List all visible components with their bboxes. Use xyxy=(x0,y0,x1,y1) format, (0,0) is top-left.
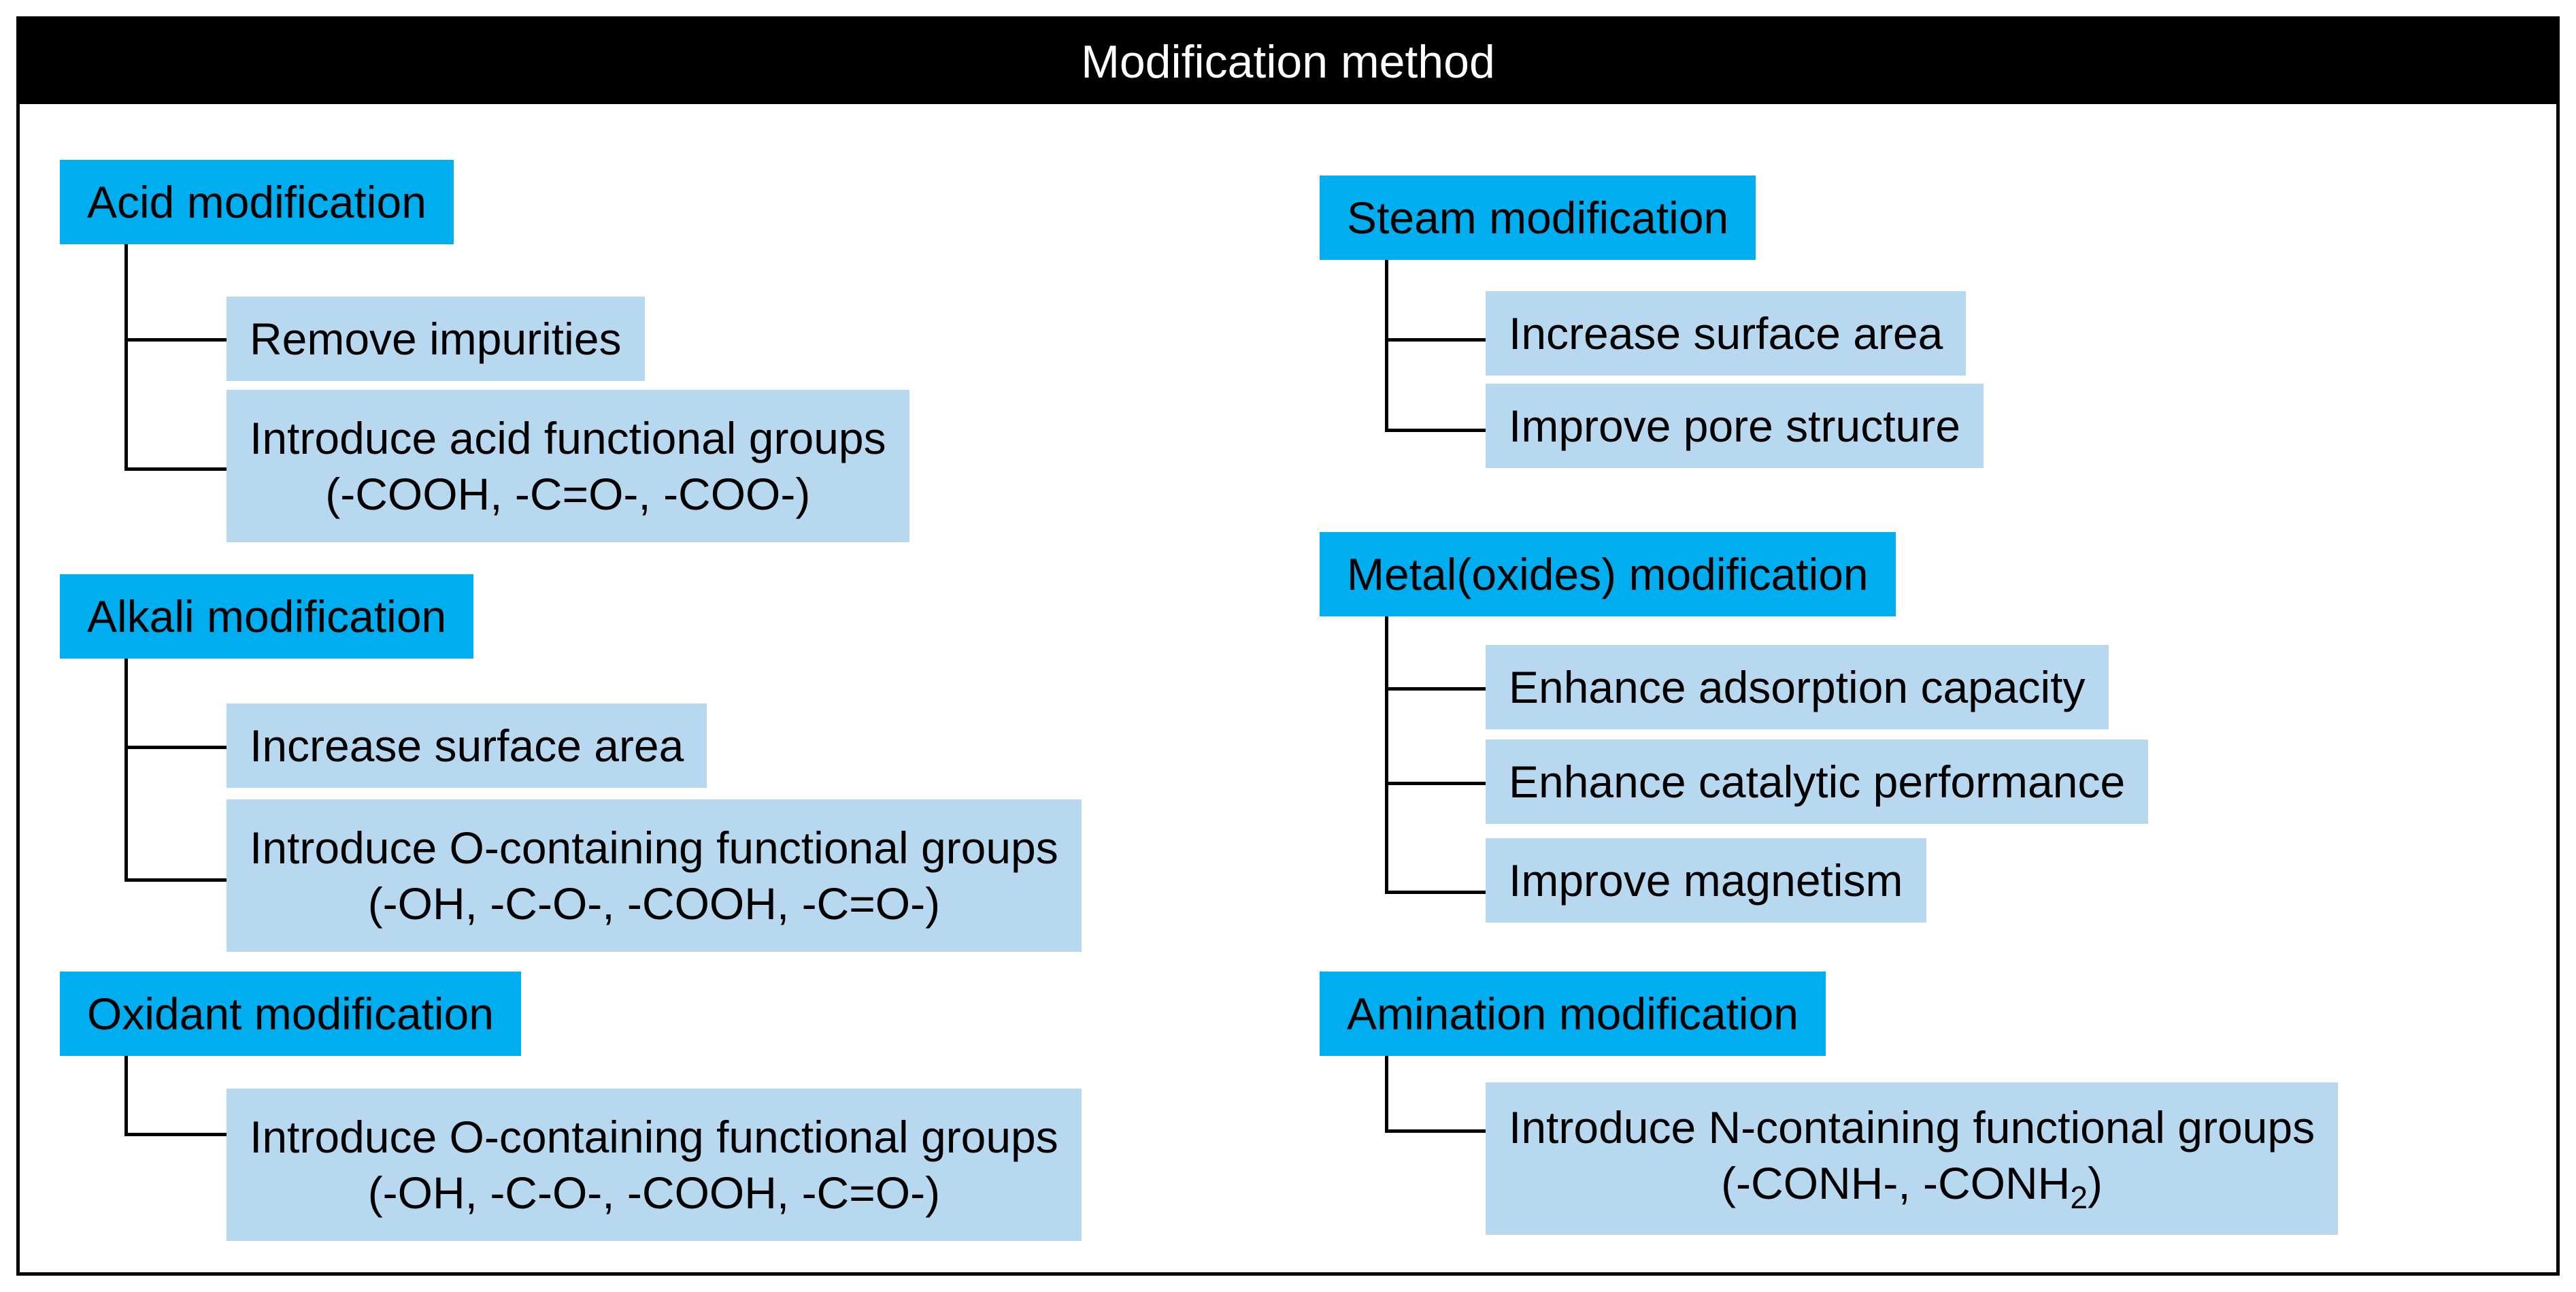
connector-alkali-item2 xyxy=(124,878,227,882)
item-oxidant-o-functional-groups: Introduce O-containing functional groups… xyxy=(227,1089,1082,1241)
connector-amination-item1 xyxy=(1385,1129,1486,1133)
connector-steam-vertical xyxy=(1385,260,1388,432)
connector-alkali-vertical xyxy=(124,659,128,882)
item-steam-increase-surface-area: Increase surface area xyxy=(1486,291,1967,376)
formula-conh2: (-CONH-, -CONH2) xyxy=(1721,1158,2103,1216)
connector-metal-item3 xyxy=(1385,891,1486,894)
connector-amination-vertical xyxy=(1385,1056,1388,1133)
connector-oxidant-item1 xyxy=(124,1133,227,1136)
item-acid-functional-groups: Introduce acid functional groups (-COOH,… xyxy=(227,390,909,542)
item-remove-impurities: Remove impurities xyxy=(227,297,645,381)
item-steam-improve-pore-structure: Improve pore structure xyxy=(1486,384,1984,468)
connector-acid-item2 xyxy=(124,467,227,471)
item-alkali-increase-surface-area: Increase surface area xyxy=(227,703,707,788)
connector-acid-item1 xyxy=(124,338,227,342)
category-oxidant-modification: Oxidant modification xyxy=(60,972,521,1056)
item-enhance-adsorption-capacity: Enhance adsorption capacity xyxy=(1486,645,2109,729)
connector-acid-vertical xyxy=(124,244,128,471)
connector-metal-vertical xyxy=(1385,616,1388,894)
connector-steam-item1 xyxy=(1385,338,1486,342)
connector-oxidant-vertical xyxy=(124,1056,128,1136)
category-amination-modification: Amination modification xyxy=(1320,972,1826,1056)
item-improve-magnetism: Improve magnetism xyxy=(1486,838,1926,923)
item-enhance-catalytic-performance: Enhance catalytic performance xyxy=(1486,740,2149,824)
connector-metal-item2 xyxy=(1385,782,1486,785)
item-alkali-o-functional-groups: Introduce O-containing functional groups… xyxy=(227,799,1082,952)
category-acid-modification: Acid modification xyxy=(60,160,454,244)
item-n-functional-groups: Introduce N-containing functional groups… xyxy=(1486,1082,2339,1235)
connector-steam-item2 xyxy=(1385,429,1486,432)
diagram-frame: Modification method xyxy=(16,16,2560,1276)
diagram-title: Modification method xyxy=(20,20,2556,104)
category-metal-oxides-modification: Metal(oxides) modification xyxy=(1320,532,1896,616)
connector-metal-item1 xyxy=(1385,687,1486,691)
category-steam-modification: Steam modification xyxy=(1320,176,1756,260)
connector-alkali-item1 xyxy=(124,746,227,749)
category-alkali-modification: Alkali modification xyxy=(60,574,474,659)
